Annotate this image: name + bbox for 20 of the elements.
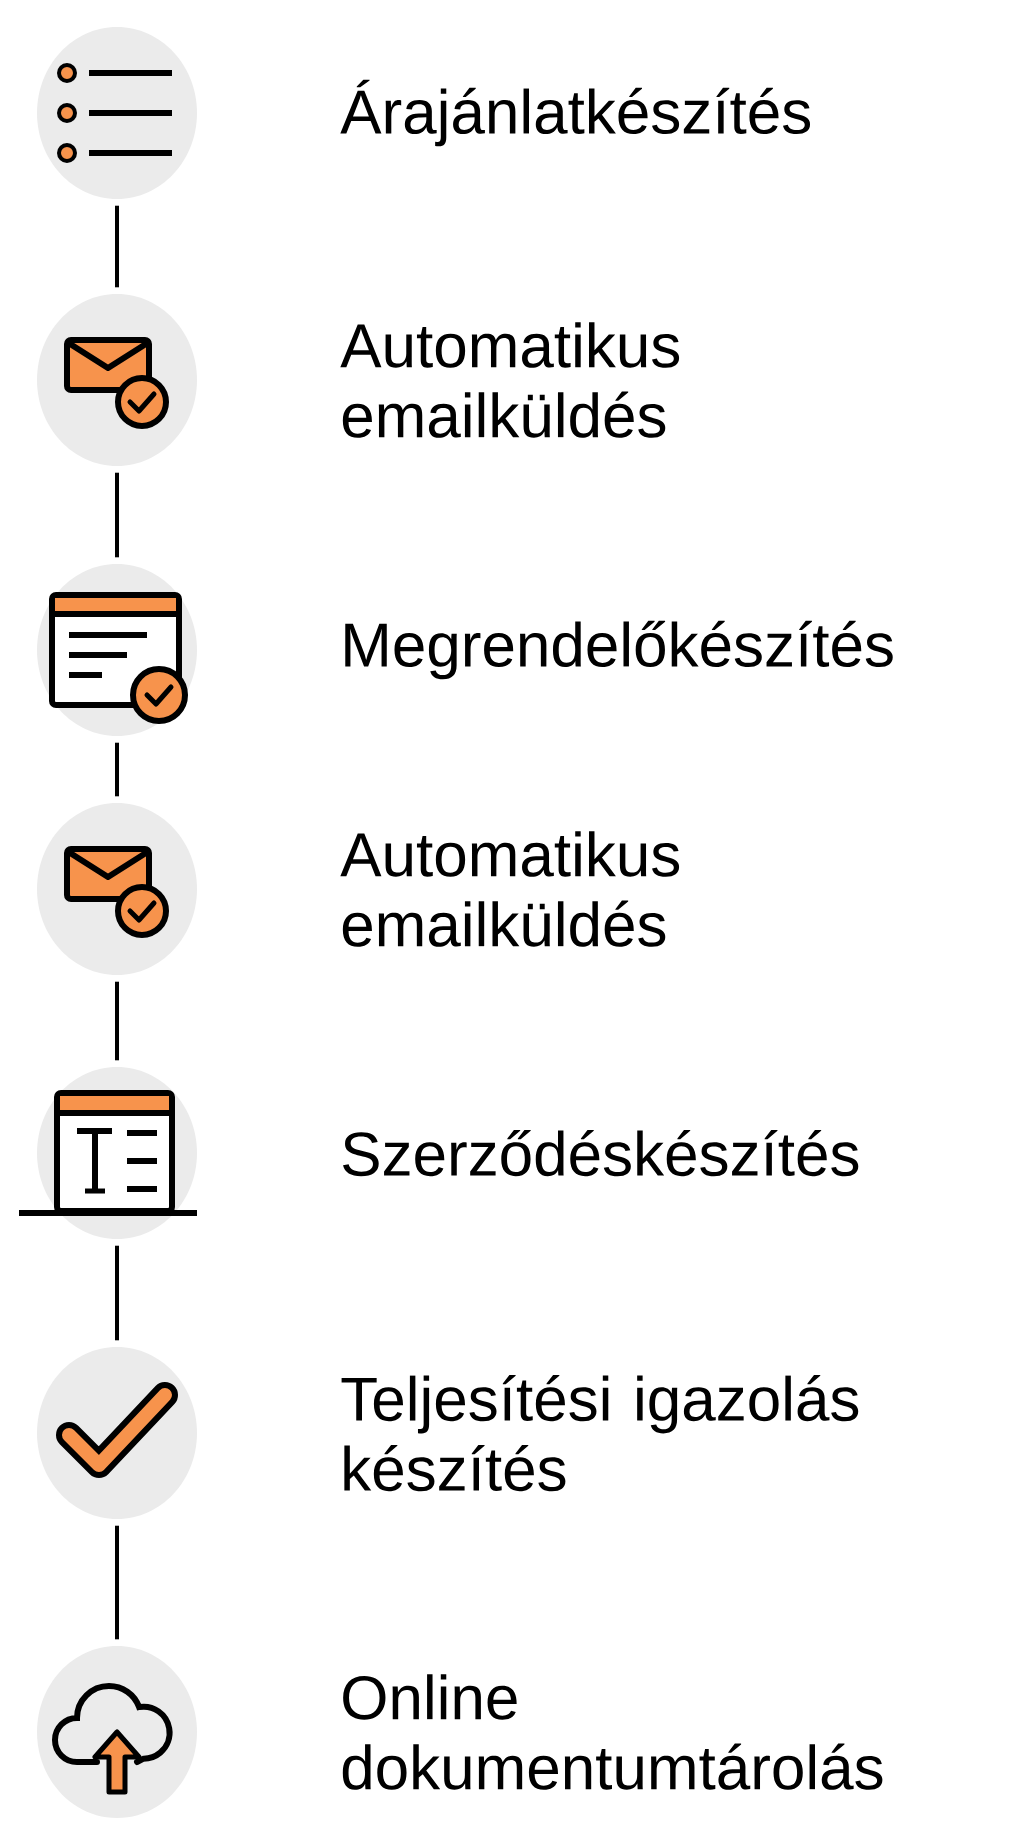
connector-line: [115, 742, 119, 797]
connector-line: [115, 1525, 119, 1640]
connector-line: [115, 1245, 119, 1341]
step-label: Online dokumentumtárolás: [342, 1674, 883, 1790]
cloud-drawing: [37, 1646, 197, 1818]
step-label: Megrendelőkészítés: [345, 620, 893, 680]
connector-line: [115, 205, 119, 288]
connector-line: [115, 981, 119, 1061]
mail-drawing: [37, 294, 197, 466]
step-label: Teljesítési igazolás készítés: [341, 1374, 859, 1492]
check-drawing: [37, 1347, 197, 1519]
list-drawing: [37, 27, 197, 199]
step-label: Automatikus emailküldés: [340, 831, 680, 947]
connector-line: [115, 472, 119, 558]
step-label: Árajánlatkészítés: [340, 79, 811, 147]
step-label: Automatikus emailküldés: [340, 322, 680, 438]
doc-drawing: [37, 564, 197, 736]
contract-drawing: [19, 1067, 197, 1239]
step-label: Szerződéskészítés: [343, 1129, 859, 1177]
mail-drawing: [37, 803, 197, 975]
